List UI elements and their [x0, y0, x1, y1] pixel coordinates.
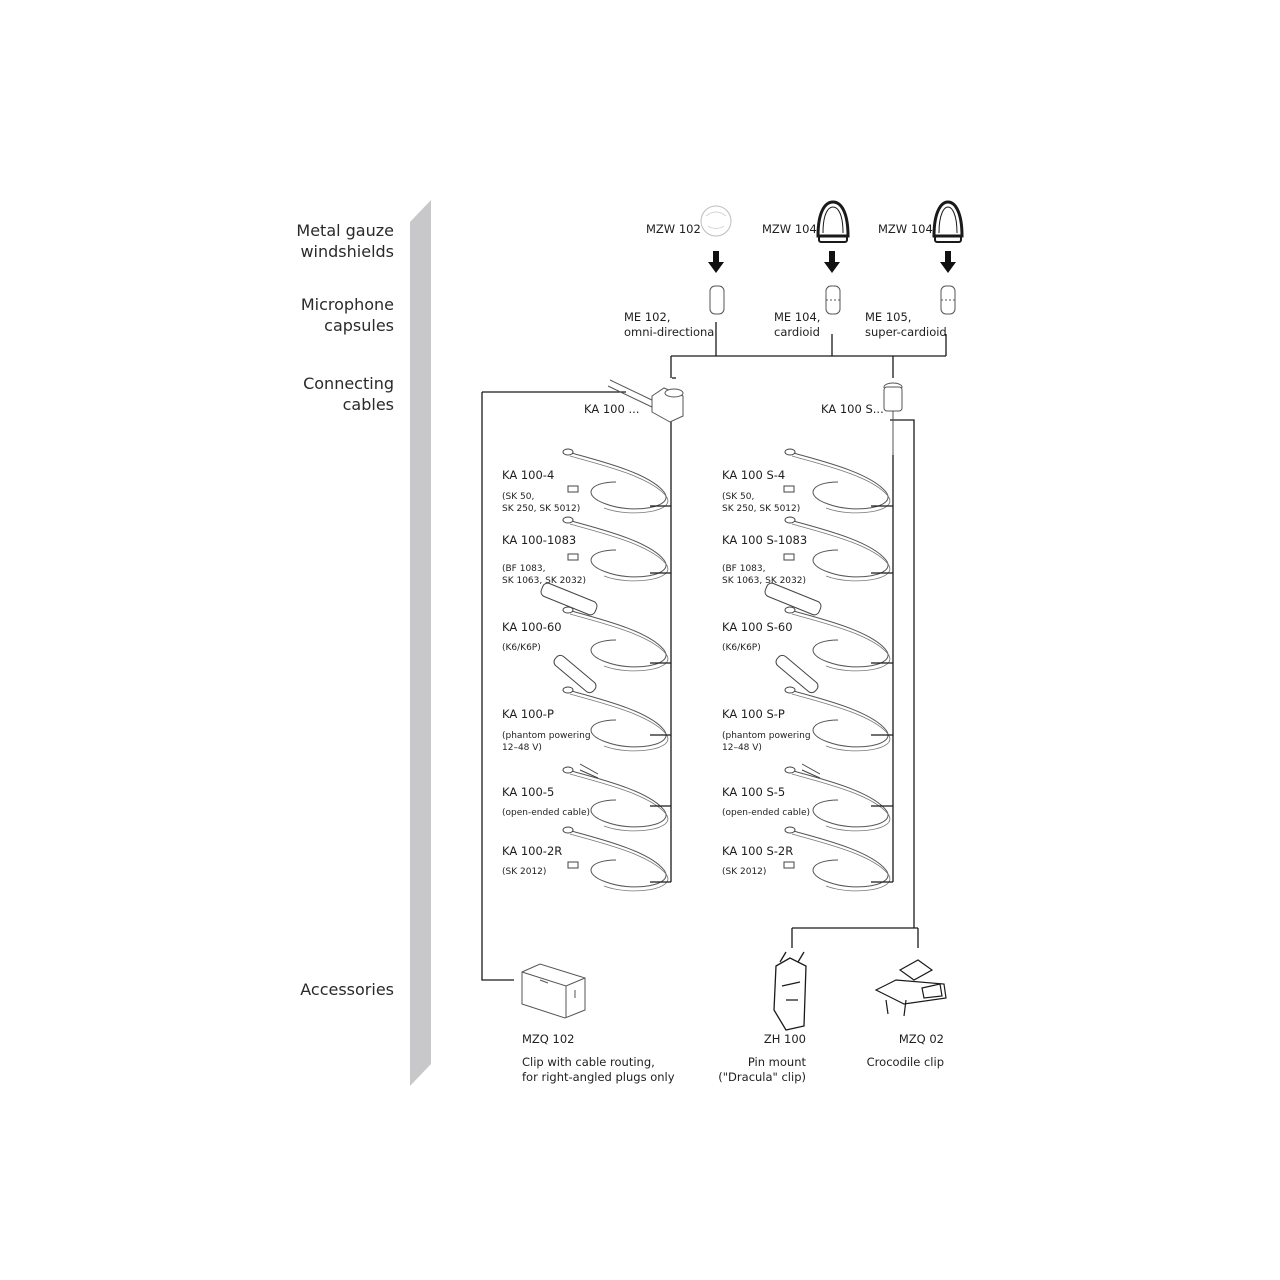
- section-label-line: Microphone: [300, 295, 394, 314]
- accessory-desc-line: ("Dracula" clip): [718, 1070, 806, 1084]
- plug-icons: [540, 485, 822, 869]
- cable-note: (K6/K6P): [722, 642, 761, 654]
- ka100s-connector-icon: [883, 382, 903, 455]
- cable-note: (K6/K6P): [502, 642, 541, 654]
- capsule-desc: super-cardioid: [865, 325, 947, 339]
- branch-lines: [650, 505, 893, 883]
- cable-name: KA 100 S-2R: [722, 844, 794, 858]
- cable-note: (SK 2012): [722, 866, 766, 878]
- cable-note-line: SK 1063, SK 2032): [722, 576, 806, 586]
- accessory-name-mzq102: MZQ 102: [522, 1032, 575, 1046]
- cable-note-line: 12–48 V): [722, 743, 762, 753]
- cable-note-line: (SK 50,: [502, 492, 535, 502]
- capsule-name: ME 102,: [624, 310, 671, 324]
- cable-note: (BF 1083, SK 1063, SK 2032): [502, 563, 586, 587]
- section-label-line: Connecting: [303, 374, 394, 393]
- cable-note-line: (K6/K6P): [722, 643, 761, 653]
- arrow-icons: [708, 251, 956, 273]
- capsule-label-me102: ME 102, omni-directional: [624, 310, 718, 340]
- section-label-line: Metal gauze: [296, 221, 394, 240]
- capsule-name: ME 105,: [865, 310, 912, 324]
- accessory-desc-mzq02: Crocodile clip: [867, 1055, 944, 1070]
- accessory-desc-zh100: Pin mount ("Dracula" clip): [718, 1055, 806, 1085]
- accessory-desc-mzq102: Clip with cable routing, for right-angle…: [522, 1055, 675, 1085]
- windshield-label-mzw104: MZW 104: [762, 222, 817, 236]
- cable-coil-icons: [562, 448, 891, 892]
- cable-note-line: (open-ended cable): [502, 808, 591, 818]
- capsule-name: ME 104,: [774, 310, 821, 324]
- cable-name: KA 100 S-5: [722, 785, 786, 799]
- cable-name: KA 100-2R: [502, 844, 563, 858]
- cable-note: (phantom powering 12–48 V): [722, 730, 811, 754]
- cable-head-label-left: KA 100 ...: [584, 402, 640, 416]
- section-label-windshields: Metal gauze windshields: [296, 220, 394, 262]
- cable-name: KA 100-P: [502, 707, 554, 721]
- accessory-name-mzq02: MZQ 02: [898, 1032, 944, 1046]
- cable-note-line: 12–48 V): [502, 743, 542, 753]
- windshield-label-mzw104-2: MZW 104: [878, 222, 933, 236]
- capsule-label-me104: ME 104, cardioid: [774, 310, 820, 340]
- cable-note: (open-ended cable): [502, 807, 590, 819]
- cable-note-line: (SK 50,: [722, 492, 755, 502]
- cable-note: (phantom powering 12–48 V): [502, 730, 591, 754]
- cable-note-line: (phantom powering: [502, 731, 591, 741]
- cable-name: KA 100 S-4: [722, 468, 786, 482]
- ka100-connector-icon: [607, 379, 684, 423]
- cable-note: (SK 2012): [502, 866, 546, 878]
- section-bar: [410, 200, 431, 1086]
- cable-name: KA 100-1083: [502, 533, 577, 547]
- cable-name: KA 100 S-60: [722, 620, 793, 634]
- cable-head-label-right: KA 100 S...: [821, 402, 884, 416]
- capsule-desc: omni-directional: [624, 325, 718, 339]
- cable-note-line: (SK 2012): [502, 867, 547, 877]
- mzw102-windshield-icon: [700, 205, 732, 237]
- accessory-desc-line: Crocodile clip: [866, 1055, 944, 1069]
- connector-lines: [481, 322, 947, 981]
- cable-note: (BF 1083, SK 1063, SK 2032): [722, 563, 806, 587]
- cable-note-line: SK 250, SK 5012): [502, 504, 581, 514]
- section-label-capsules: Microphone capsules: [301, 294, 394, 336]
- section-label-line: capsules: [324, 316, 394, 335]
- cable-note: (SK 50, SK 250, SK 5012): [502, 491, 580, 515]
- zh100-pin-mount-icon: [773, 951, 807, 1031]
- section-label-cables: Connecting cables: [303, 373, 394, 415]
- windshield-label-mzw102: MZW 102: [646, 222, 701, 236]
- mzq102-clip-icon: [521, 963, 586, 1019]
- mzw104-windshield-icon-2: [932, 200, 964, 243]
- section-label-line: cables: [342, 395, 394, 414]
- section-label-accessories: Accessories: [300, 980, 394, 999]
- cable-note: (open-ended cable): [722, 807, 810, 819]
- accessory-name-zh100: ZH 100: [763, 1032, 806, 1046]
- capsule-desc: cardioid: [774, 325, 820, 339]
- cable-note-line: (BF 1083,: [502, 564, 546, 574]
- cable-note-line: SK 250, SK 5012): [722, 504, 801, 514]
- accessory-desc-line: for right-angled plugs only: [522, 1070, 675, 1084]
- section-label-line: windshields: [300, 242, 394, 261]
- cable-note-line: (SK 2012): [722, 867, 767, 877]
- cable-name: KA 100 S-P: [722, 707, 785, 721]
- cable-note-line: (K6/K6P): [502, 643, 541, 653]
- mzq02-crocodile-clip-icon: [874, 959, 947, 1017]
- cable-name: KA 100-60: [502, 620, 562, 634]
- mzw104-windshield-icon: [816, 200, 850, 243]
- cable-name: KA 100 S-1083: [722, 533, 808, 547]
- cable-note-line: (phantom powering: [722, 731, 811, 741]
- cable-name: KA 100-4: [502, 468, 555, 482]
- cable-name: KA 100-5: [502, 785, 555, 799]
- cable-note: (SK 50, SK 250, SK 5012): [722, 491, 800, 515]
- capsule-icons: [709, 285, 956, 315]
- accessory-desc-line: Clip with cable routing,: [522, 1055, 655, 1069]
- cable-note-line: SK 1063, SK 2032): [502, 576, 586, 586]
- capsule-label-me105: ME 105, super-cardioid: [865, 310, 947, 340]
- cable-note-line: (open-ended cable): [722, 808, 811, 818]
- cable-note-line: (BF 1083,: [722, 564, 766, 574]
- accessory-desc-line: Pin mount: [747, 1055, 806, 1069]
